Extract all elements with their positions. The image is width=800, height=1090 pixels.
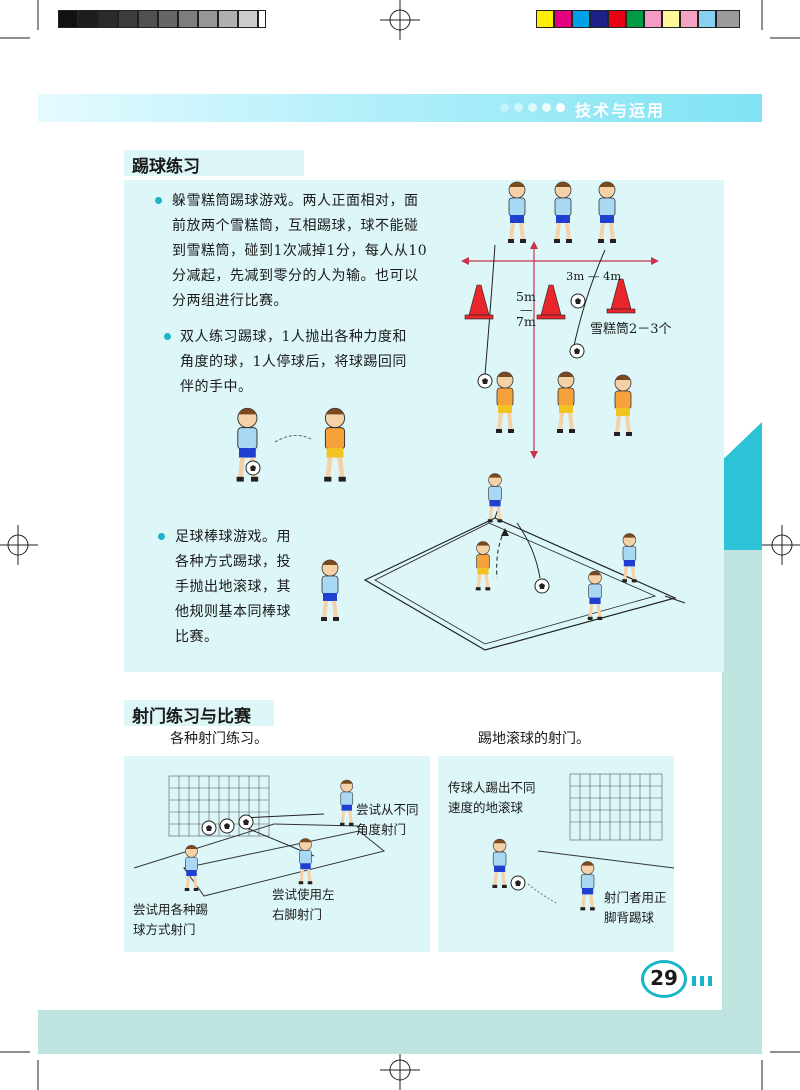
shooting-panel	[124, 756, 430, 952]
ground-ball-panel	[438, 756, 674, 952]
distance-label-7m: 7m	[516, 314, 536, 329]
section2-heading: 射门练习与比赛	[124, 700, 274, 727]
kickball-field-illustration	[363, 472, 686, 651]
bullet-dot	[164, 333, 171, 340]
bullet-dot	[158, 533, 165, 540]
cone-game-illustration	[461, 180, 659, 459]
paragraph-cone-game: 躲雪糕筒踢球游戏。两人正面相对，面前放两个雪糕筒，互相踢球，球不能碰 到雪糕筒，…	[172, 193, 428, 309]
caption-foot-shot: 尝试使用左右脚射门	[272, 887, 335, 922]
paragraph-kickball: 足球棒球游戏。用各种方式踢球，投 手抛出地滚球，其他规则基本同棒球 比赛。	[175, 529, 291, 645]
distance-label-dash: —	[520, 302, 533, 317]
pitcher-figure	[319, 558, 341, 623]
caption-angle-shot: 尝试从不同角度射门	[356, 802, 419, 837]
subheading-shooting-practice: 各种射门练习。	[170, 731, 268, 747]
caption-shooter: 射门者用正脚背踢球	[604, 890, 667, 925]
distance-label-5m: 5m	[516, 289, 536, 304]
page-number: 29	[641, 960, 687, 998]
caption-kick-ways: 尝试用各种踢球方式射门	[133, 902, 209, 937]
paragraph-pair-practice: 双人练习踢球，1人抛出各种力度和角度的球，1人停球后，将球踢回同 伴的手中。	[180, 329, 407, 395]
shooting-practice-illustration	[133, 775, 386, 897]
section1-heading: 踢球练习	[124, 150, 304, 177]
chapter-band	[38, 94, 762, 122]
side-panel	[722, 550, 762, 1010]
bottom-panel	[38, 1010, 762, 1054]
ground-ball-illustration	[490, 773, 674, 913]
bullet-dot	[155, 197, 162, 204]
distance-label-3-4m: 3m — 4m	[566, 269, 622, 283]
subheading-ground-ball-shot: 踢地滚球的射门。	[478, 731, 590, 747]
pair-practice-illustration	[215, 400, 375, 515]
cone-count-label: 雪糕筒2－3个	[590, 322, 672, 337]
chapter-title: 技术与运用	[575, 101, 666, 120]
section1-panel	[124, 180, 724, 672]
caption-passer: 传球人踢出不同速度的地滚球	[448, 780, 536, 815]
